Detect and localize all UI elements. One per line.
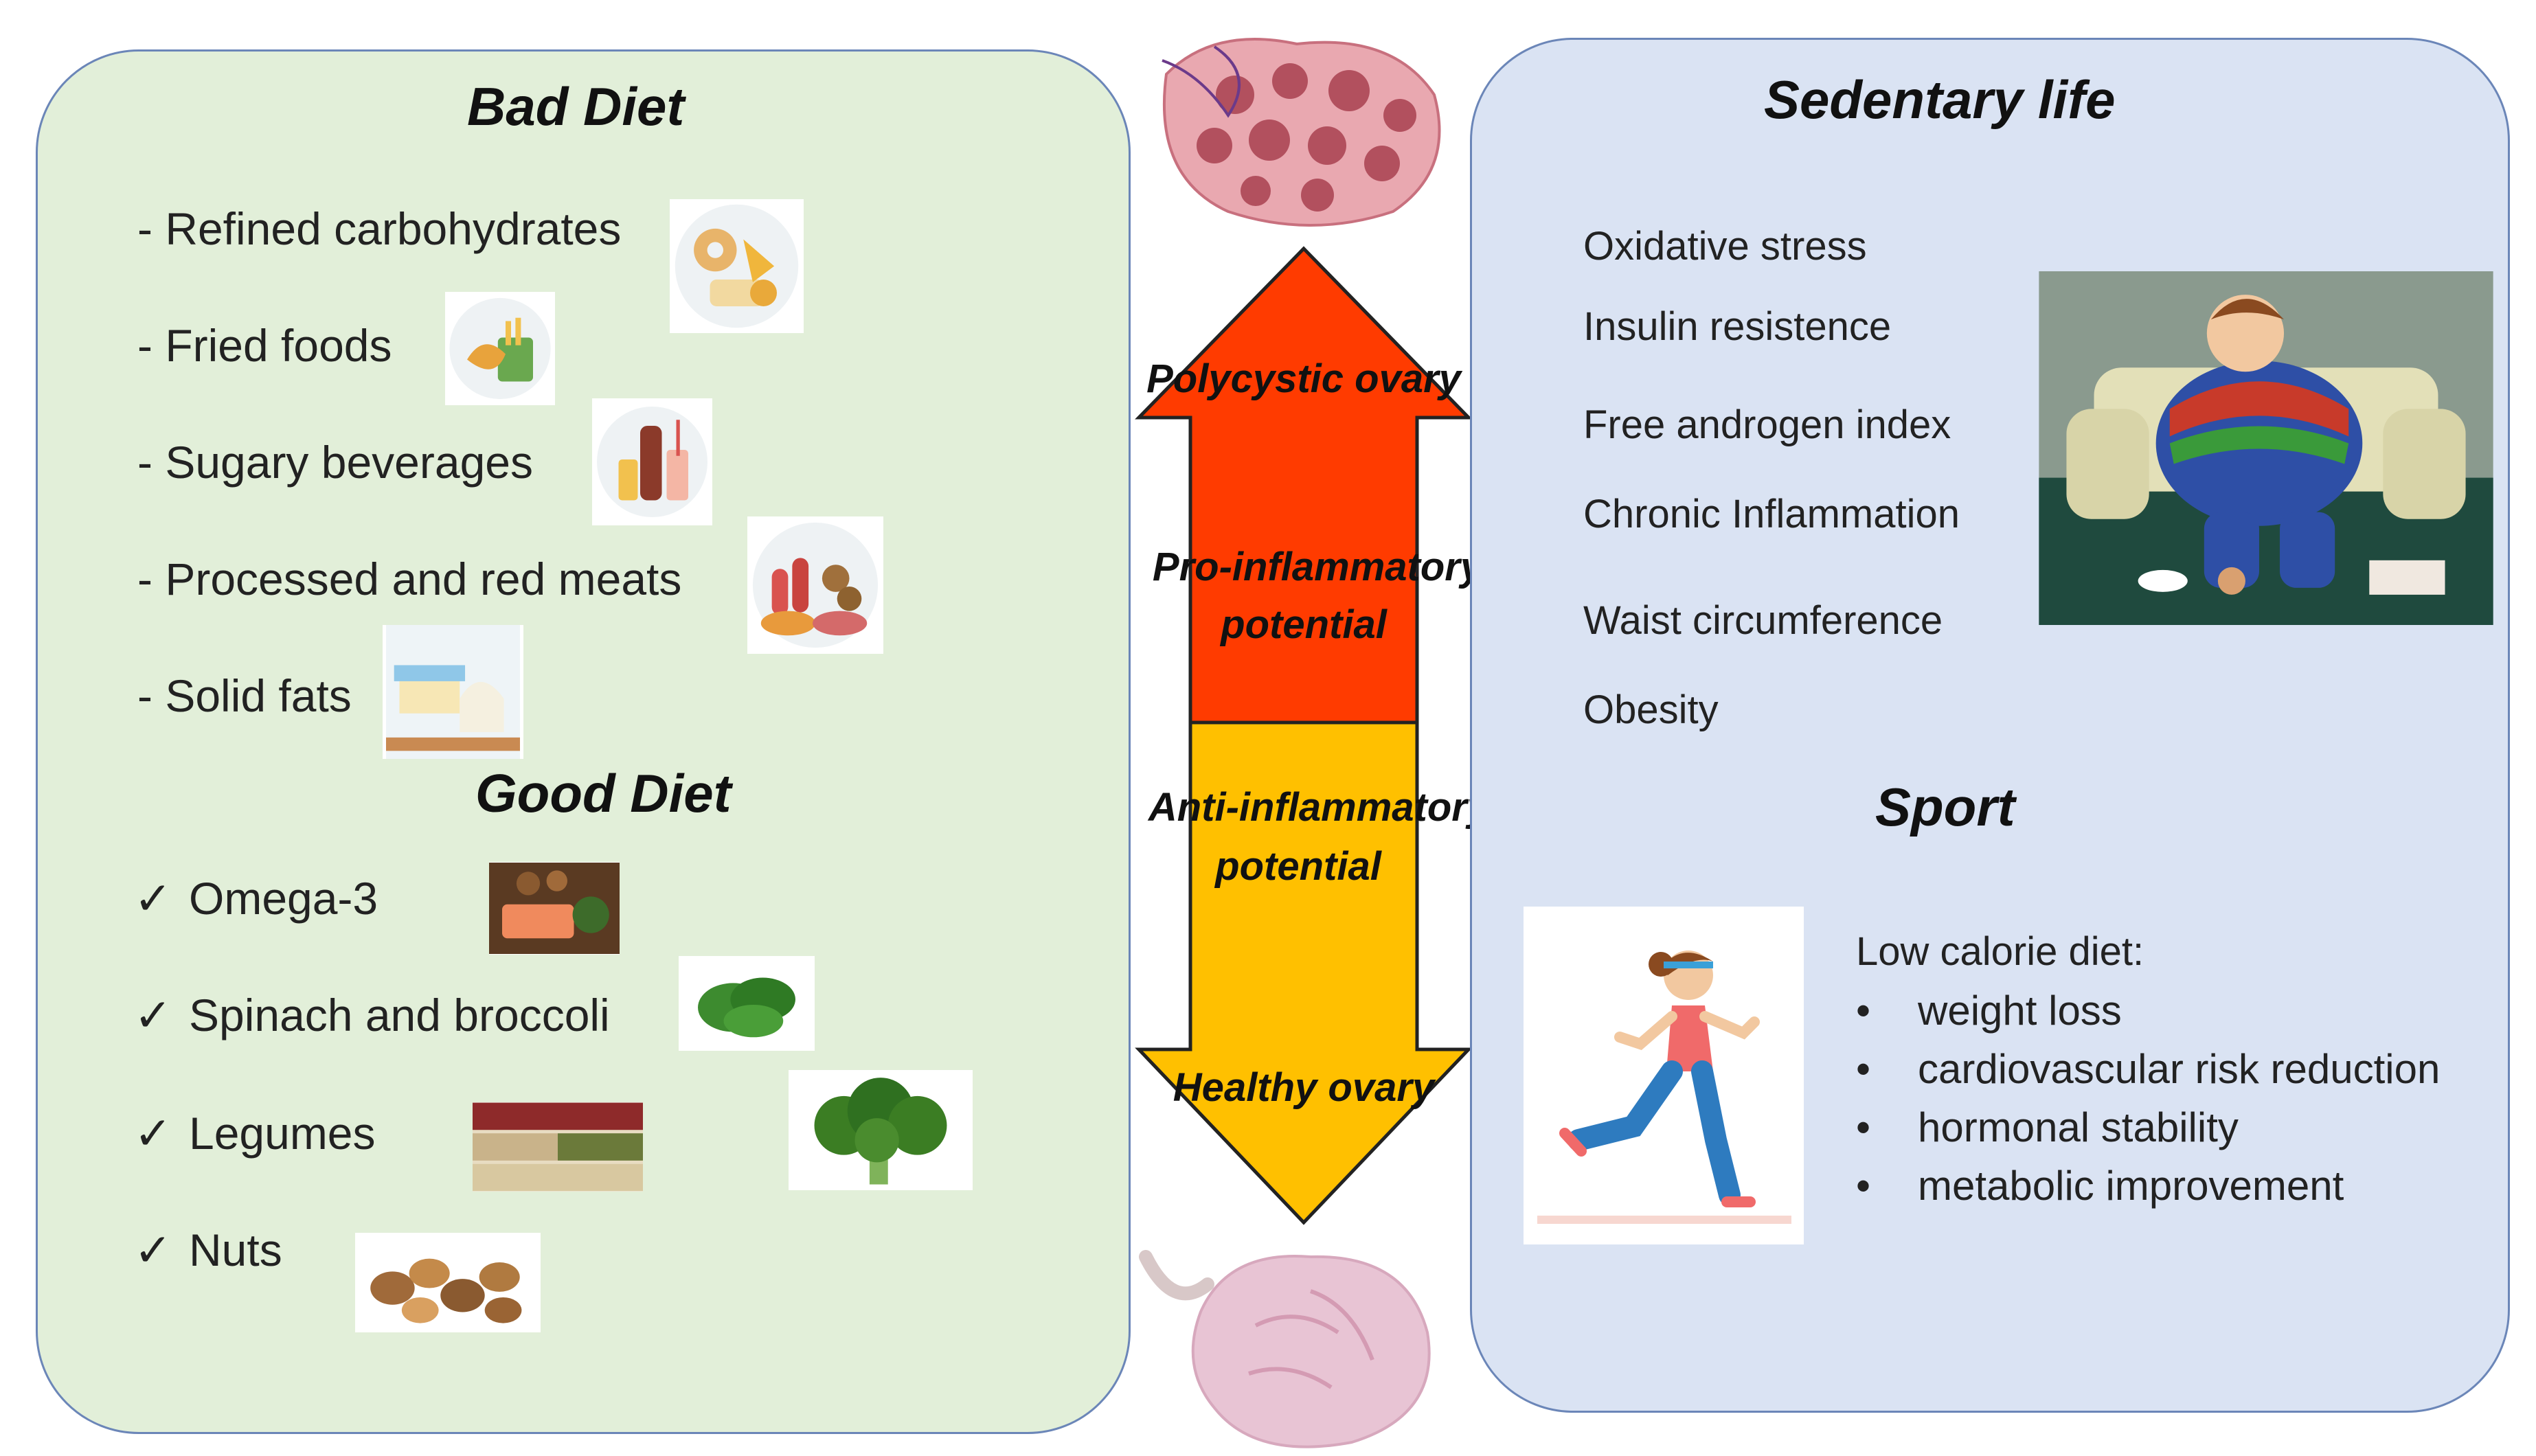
sedentary-life-heading: Sedentary life — [1764, 69, 2116, 130]
bullet-icon: • — [1856, 1046, 1871, 1092]
bad-diet-item: - Solid fats — [137, 670, 352, 721]
bad-diet-item: - Fried foods — [137, 320, 392, 371]
beverages-icon — [592, 398, 712, 525]
good-diet-item: ✓Spinach and broccoli — [134, 990, 610, 1040]
sedentary-effect: Insulin resistence — [1583, 304, 1892, 349]
check-icon: ✓ — [134, 873, 172, 924]
pro-inflammatory-label-line1: Pro-inflammatory — [1152, 545, 1483, 589]
bullet-icon: • — [1856, 988, 1871, 1034]
lifestyle-panel — [1470, 38, 2510, 1413]
healthy-ovary-illustration — [1132, 1229, 1462, 1456]
sport-benefit: •metabolic improvement — [1856, 1163, 2344, 1209]
diet-panel — [36, 49, 1131, 1434]
good-diet-item: ✓Legumes — [134, 1108, 376, 1159]
bad-diet-item: - Refined carbohydrates — [137, 203, 622, 254]
butter-icon — [383, 625, 523, 759]
sport-benefit: •hormonal stability — [1856, 1104, 2239, 1150]
good-diet-item: ✓Nuts — [134, 1225, 282, 1275]
meats-icon — [747, 516, 883, 654]
salmon-icon — [489, 862, 620, 955]
check-icon: ✓ — [134, 1108, 172, 1159]
polycystic-ovary-label: Polycystic ovary — [1146, 356, 1461, 401]
sport-benefit: •weight loss — [1856, 988, 2122, 1034]
bread-pastry-icon — [670, 199, 804, 333]
pro-inflammatory-label-line2: potential — [1221, 602, 1387, 647]
sedentary-effect: Free androgen index — [1583, 402, 1951, 447]
check-icon: ✓ — [134, 990, 172, 1040]
sedentary-effect: Oxidative stress — [1583, 224, 1867, 269]
bad-diet-heading: Bad Diet — [467, 76, 685, 137]
inflammation-double-arrow — [1132, 234, 1475, 1236]
check-icon: ✓ — [134, 1225, 172, 1275]
sport-heading: Sport — [1875, 777, 2015, 837]
broccoli-icon — [789, 1070, 973, 1190]
polycystic-ovary-illustration — [1132, 19, 1462, 239]
sedentary-effect: Obesity — [1583, 687, 1719, 732]
sedentary-effect: Waist circumference — [1583, 598, 1943, 643]
sport-subtitle: Low calorie diet: — [1856, 929, 2144, 974]
bad-diet-item: - Sugary beverages — [137, 437, 533, 488]
healthy-ovary-label: Healthy ovary — [1173, 1065, 1435, 1110]
sport-benefit: •cardiovascular risk reduction — [1856, 1046, 2441, 1092]
anti-inflammatory-label-line1: Anti-inflammatory — [1148, 785, 1490, 830]
anti-inflammatory-label-line2: potential — [1215, 844, 1381, 889]
good-diet-heading: Good Diet — [475, 763, 732, 823]
runner-illustration — [1524, 907, 1804, 1244]
sedentary-effect: Chronic Inflammation — [1583, 492, 1960, 536]
good-diet-item: ✓Omega-3 — [134, 873, 378, 924]
fried-food-icon — [445, 292, 555, 405]
couch-potato-illustration — [2039, 271, 2493, 625]
bad-diet-item: - Processed and red meats — [137, 554, 682, 604]
spinach-icon — [679, 956, 815, 1051]
bullet-icon: • — [1856, 1104, 1871, 1150]
legumes-icon — [473, 1102, 643, 1192]
bullet-icon: • — [1856, 1163, 1871, 1209]
nuts-icon — [355, 1233, 541, 1332]
